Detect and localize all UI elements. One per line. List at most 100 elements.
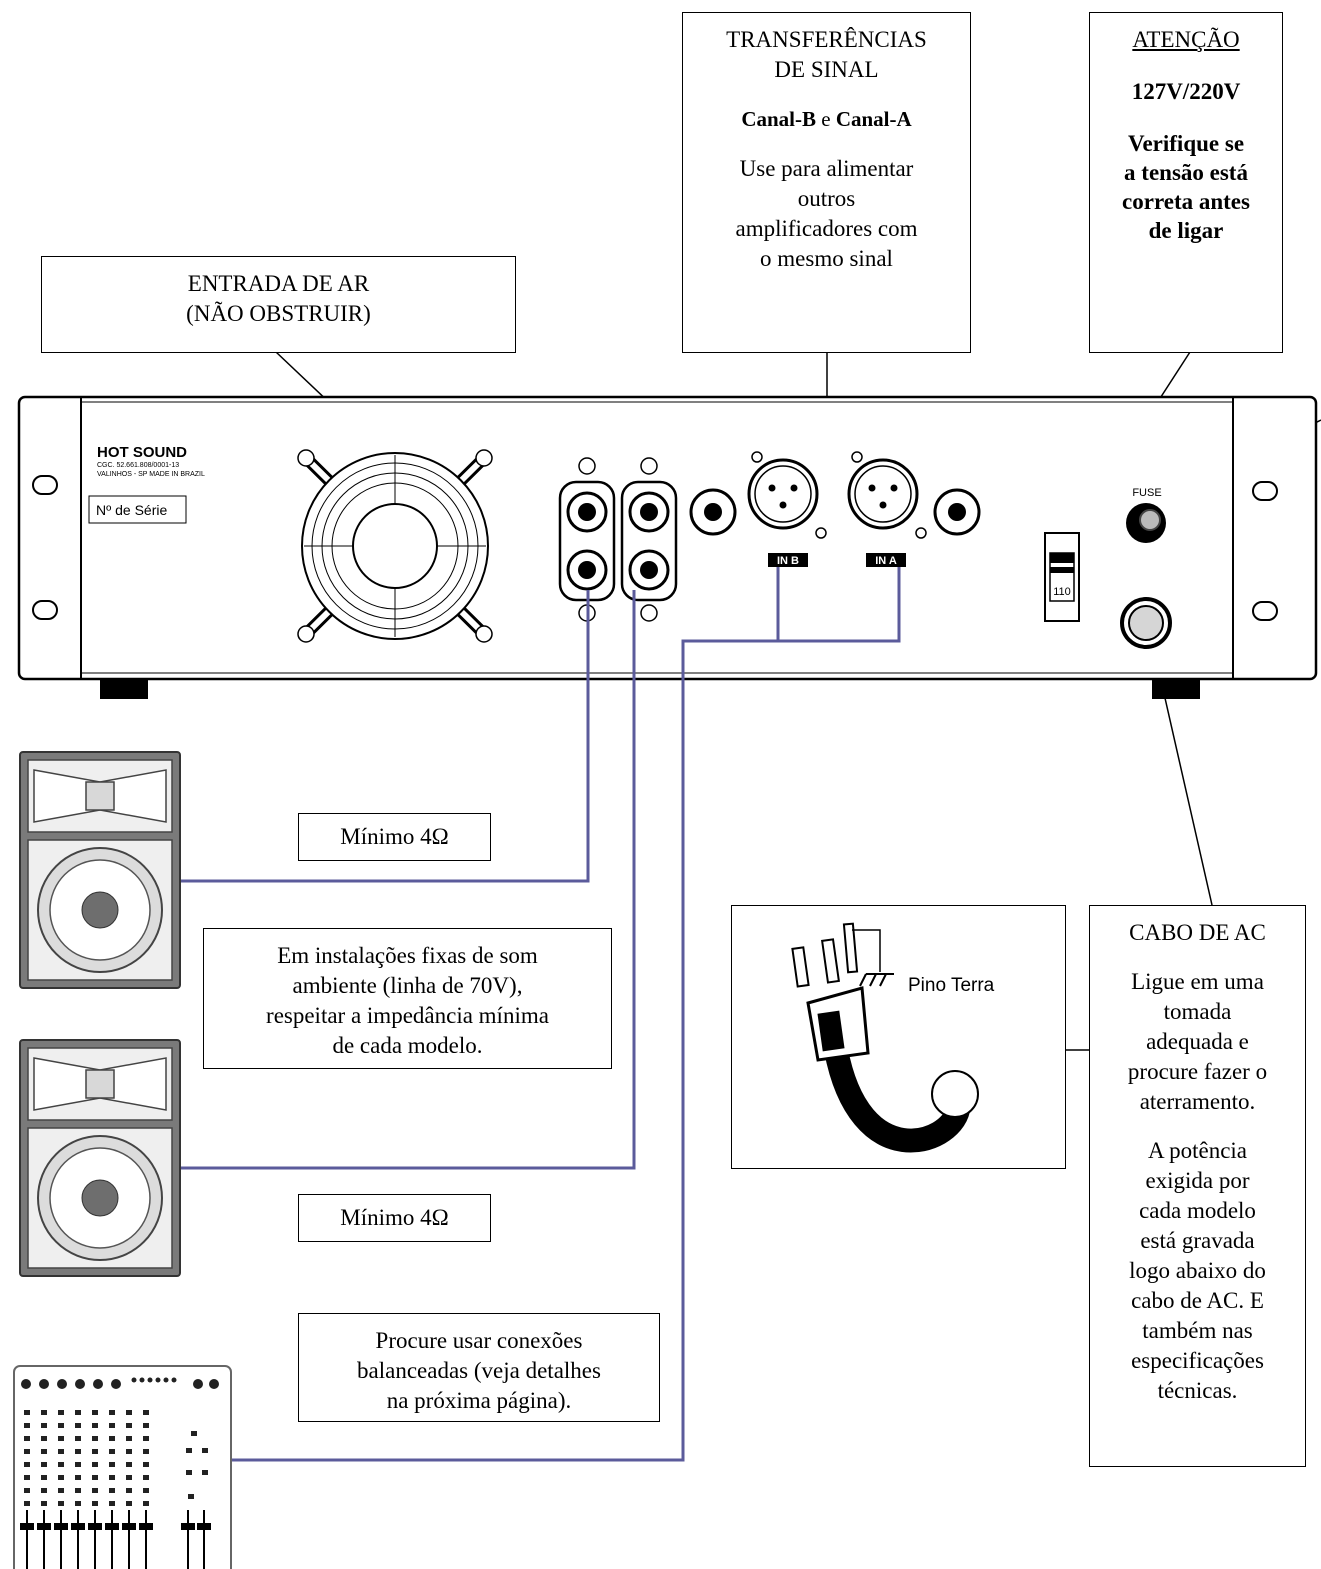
channel-b-label: Canal-B: [741, 107, 816, 131]
mixer-knob: [186, 1470, 192, 1475]
rack-slot: [1252, 481, 1278, 501]
mixer-knob: [126, 1449, 132, 1454]
ac-cable-inlet: [1120, 597, 1172, 649]
mixer-knob: [58, 1488, 64, 1493]
mixer-knob: [126, 1475, 132, 1480]
mixer-knob: [41, 1501, 47, 1506]
mixer-fader-cap: [88, 1523, 102, 1530]
mixer-knob: [75, 1462, 81, 1467]
rack-slot: [32, 600, 58, 620]
mixer-fader-cap: [71, 1523, 85, 1530]
mixer-knob: [109, 1462, 115, 1467]
mixer-knob: [109, 1475, 115, 1480]
amplifier-panel: HOT SOUND CGC. 52.661.808/0001-13 VALINH…: [17, 395, 1318, 699]
attention-title: ATENÇÃO: [1132, 27, 1240, 52]
speaker-impedance-label-2: Mínimo 4Ω: [298, 1194, 491, 1242]
mixer-fader-cap: [197, 1523, 211, 1530]
air-intake-callout: ENTRADA DE AR (NÃO OBSTRUIR): [41, 256, 516, 353]
speaker-cabinet-top: [19, 751, 181, 989]
mixer-knob: [109, 1501, 115, 1506]
mixer-knob: [191, 1431, 197, 1436]
balanced-note-line: balanceadas (veja detalhes: [357, 1358, 601, 1383]
installation-note-line: Em instalações fixas de som: [277, 943, 538, 968]
signal-transfer-callout: TRANSFERÊNCIAS DE SINAL Canal-B e Canal-…: [682, 12, 971, 353]
ac-cable-line: adequada e: [1146, 1029, 1249, 1054]
mixer-knob: [193, 1379, 203, 1389]
mixer-fader-cap: [105, 1523, 119, 1530]
cable-speaker-2: [180, 590, 636, 1170]
balanced-note-line: Procure usar conexões: [375, 1328, 583, 1353]
mixer-knob: [143, 1462, 149, 1467]
installation-note-line: respeitar a impedância mínima: [266, 1003, 549, 1028]
mixer-knob: [111, 1379, 121, 1389]
mixer-knob: [171, 1377, 177, 1383]
fuse-holder: [1126, 503, 1166, 543]
mixer-knob: [109, 1423, 115, 1428]
link-jack-a: [933, 488, 981, 536]
signal-transfer-body-line: o mesmo sinal: [760, 246, 893, 271]
attention-callout: ATENÇÃO 127V/220V Verifique se a tensão …: [1089, 12, 1283, 353]
ac-plug-box: [731, 905, 1066, 1169]
air-intake-line2: (NÃO OBSTRUIR): [186, 301, 371, 326]
signal-transfer-body: Use para alimentar outros amplificadores…: [683, 154, 970, 274]
mixer-knob: [92, 1462, 98, 1467]
mixer-knob: [58, 1501, 64, 1506]
mixer-knob: [143, 1436, 149, 1441]
mixer-knob: [24, 1423, 30, 1428]
speaker-output-jacks: [558, 457, 678, 622]
mixer-knob: [186, 1448, 192, 1453]
mixer-knob: [58, 1423, 64, 1428]
origin-label: VALINHOS - SP MADE IN BRAZIL: [97, 471, 205, 478]
ac-cable-callout: CABO DE AC Ligue em uma tomada adequada …: [1089, 905, 1306, 1467]
mixer-knob: [41, 1436, 47, 1441]
mixer-console: [13, 1365, 232, 1569]
brand-label: HOT SOUND: [97, 444, 187, 461]
mixer-knob: [163, 1377, 169, 1383]
signal-transfer-channels: Canal-B e Canal-A: [683, 104, 970, 134]
mixer-knob: [143, 1501, 149, 1506]
signal-transfer-title2: DE SINAL: [774, 57, 879, 82]
ac-cable-para1: Ligue em uma tomada adequada e procure f…: [1090, 967, 1305, 1117]
mixer-knob: [92, 1449, 98, 1454]
voltage-switch-value: 110: [1053, 586, 1071, 598]
mixer-fader-cap: [181, 1523, 195, 1530]
mixer-knob: [41, 1462, 47, 1467]
mixer-knob: [126, 1462, 132, 1467]
attention-body-line: correta antes: [1122, 189, 1250, 214]
mixer-fader-cap: [122, 1523, 136, 1530]
mixer-fader-cap: [20, 1523, 34, 1530]
mixer-knob: [24, 1501, 30, 1506]
mixer-knob: [126, 1436, 132, 1441]
mixer-knob: [126, 1488, 132, 1493]
mixer-knob: [92, 1436, 98, 1441]
link-jack-b: [689, 488, 737, 536]
mixer-knob: [75, 1410, 81, 1415]
mixer-knob: [202, 1448, 208, 1453]
mixer-knob: [209, 1379, 219, 1389]
ac-cable-line: logo abaixo do: [1129, 1258, 1266, 1283]
mixer-knob: [58, 1475, 64, 1480]
mixer-knob: [58, 1410, 64, 1415]
air-intake-line1: ENTRADA DE AR: [187, 271, 370, 296]
mixer-knob: [131, 1377, 137, 1383]
mixer-knob: [39, 1379, 49, 1389]
mixer-knob: [41, 1423, 47, 1428]
installation-note-line: de cada modelo.: [332, 1033, 483, 1058]
mixer-knob: [41, 1475, 47, 1480]
balanced-connection-note: Procure usar conexões balanceadas (veja …: [298, 1313, 660, 1422]
ac-cable-title: CABO DE AC: [1129, 920, 1266, 945]
ac-cable-line: tomada: [1163, 999, 1232, 1024]
mixer-knob: [109, 1488, 115, 1493]
mixer-knob: [92, 1475, 98, 1480]
mixer-knob: [75, 1449, 81, 1454]
signal-cables: [180, 567, 901, 1462]
speaker-impedance-text: Mínimo 4Ω: [340, 824, 449, 849]
mixer-knob: [58, 1436, 64, 1441]
speaker-impedance-text: Mínimo 4Ω: [340, 1205, 449, 1230]
mixer-knob: [143, 1475, 149, 1480]
mixer-knob: [109, 1436, 115, 1441]
mixer-knob: [92, 1410, 98, 1415]
mixer-knob: [41, 1410, 47, 1415]
mixer-knob: [75, 1379, 85, 1389]
